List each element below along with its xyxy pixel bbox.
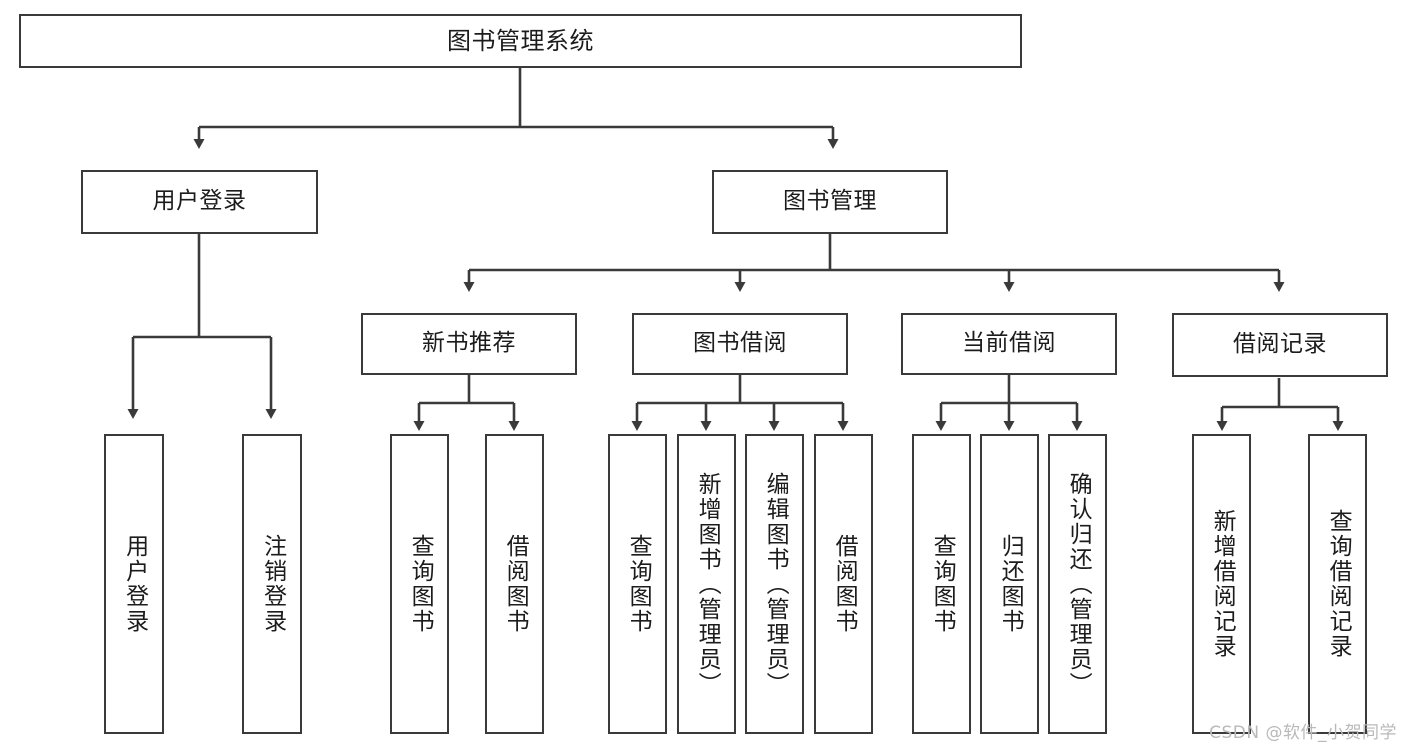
leaf-label: 查询图书 bbox=[407, 534, 434, 634]
leaf-add-borrow-record[interactable]: 新增借阅记录 bbox=[1192, 434, 1251, 734]
node-current-borrow[interactable]: 当前借阅 bbox=[901, 313, 1117, 375]
leaf-label: 新增借阅记录 bbox=[1209, 509, 1236, 659]
leaf-confirm-return-admin[interactable]: 确认归还（管理员） bbox=[1048, 434, 1107, 734]
leaf-label: 借阅图书 bbox=[502, 534, 529, 634]
leaf-query-borrow-record[interactable]: 查询借阅记录 bbox=[1308, 434, 1367, 734]
leaf-label: 新增图书（管理员） bbox=[694, 471, 721, 697]
leaf-label: 查询借阅记录 bbox=[1325, 509, 1352, 659]
leaf-query-book-borrow[interactable]: 查询图书 bbox=[608, 434, 667, 734]
leaf-label: 查询图书 bbox=[625, 534, 652, 634]
csdn-watermark: CSDN @软件_小贺同学 bbox=[1209, 723, 1397, 743]
leaf-label: 归还图书 bbox=[997, 534, 1024, 634]
leaf-query-book-current[interactable]: 查询图书 bbox=[912, 434, 971, 734]
leaf-label: 编辑图书（管理员） bbox=[762, 471, 789, 697]
leaf-label: 注销登录 bbox=[259, 534, 286, 634]
node-user-login[interactable]: 用户登录 bbox=[81, 170, 318, 234]
leaf-borrow-book-newbook[interactable]: 借阅图书 bbox=[485, 434, 544, 734]
leaf-label: 确认归还（管理员） bbox=[1065, 471, 1092, 697]
leaf-user-login[interactable]: 用户登录 bbox=[104, 434, 164, 734]
node-book-management[interactable]: 图书管理 bbox=[712, 170, 948, 234]
node-borrow-record[interactable]: 借阅记录 bbox=[1172, 313, 1388, 377]
leaf-borrow-book[interactable]: 借阅图书 bbox=[814, 434, 873, 734]
leaf-query-book-newbook[interactable]: 查询图书 bbox=[390, 434, 449, 734]
leaf-add-book-admin[interactable]: 新增图书（管理员） bbox=[677, 434, 736, 734]
leaf-logout[interactable]: 注销登录 bbox=[242, 434, 302, 734]
node-new-book-recommend[interactable]: 新书推荐 bbox=[361, 313, 577, 375]
leaf-edit-book-admin[interactable]: 编辑图书（管理员） bbox=[745, 434, 804, 734]
node-root-system[interactable]: 图书管理系统 bbox=[19, 14, 1022, 68]
leaf-label: 借阅图书 bbox=[831, 534, 858, 634]
leaf-label: 查询图书 bbox=[929, 534, 956, 634]
node-book-borrow[interactable]: 图书借阅 bbox=[632, 313, 848, 375]
leaf-return-book[interactable]: 归还图书 bbox=[980, 434, 1039, 734]
leaf-label: 用户登录 bbox=[121, 534, 148, 634]
